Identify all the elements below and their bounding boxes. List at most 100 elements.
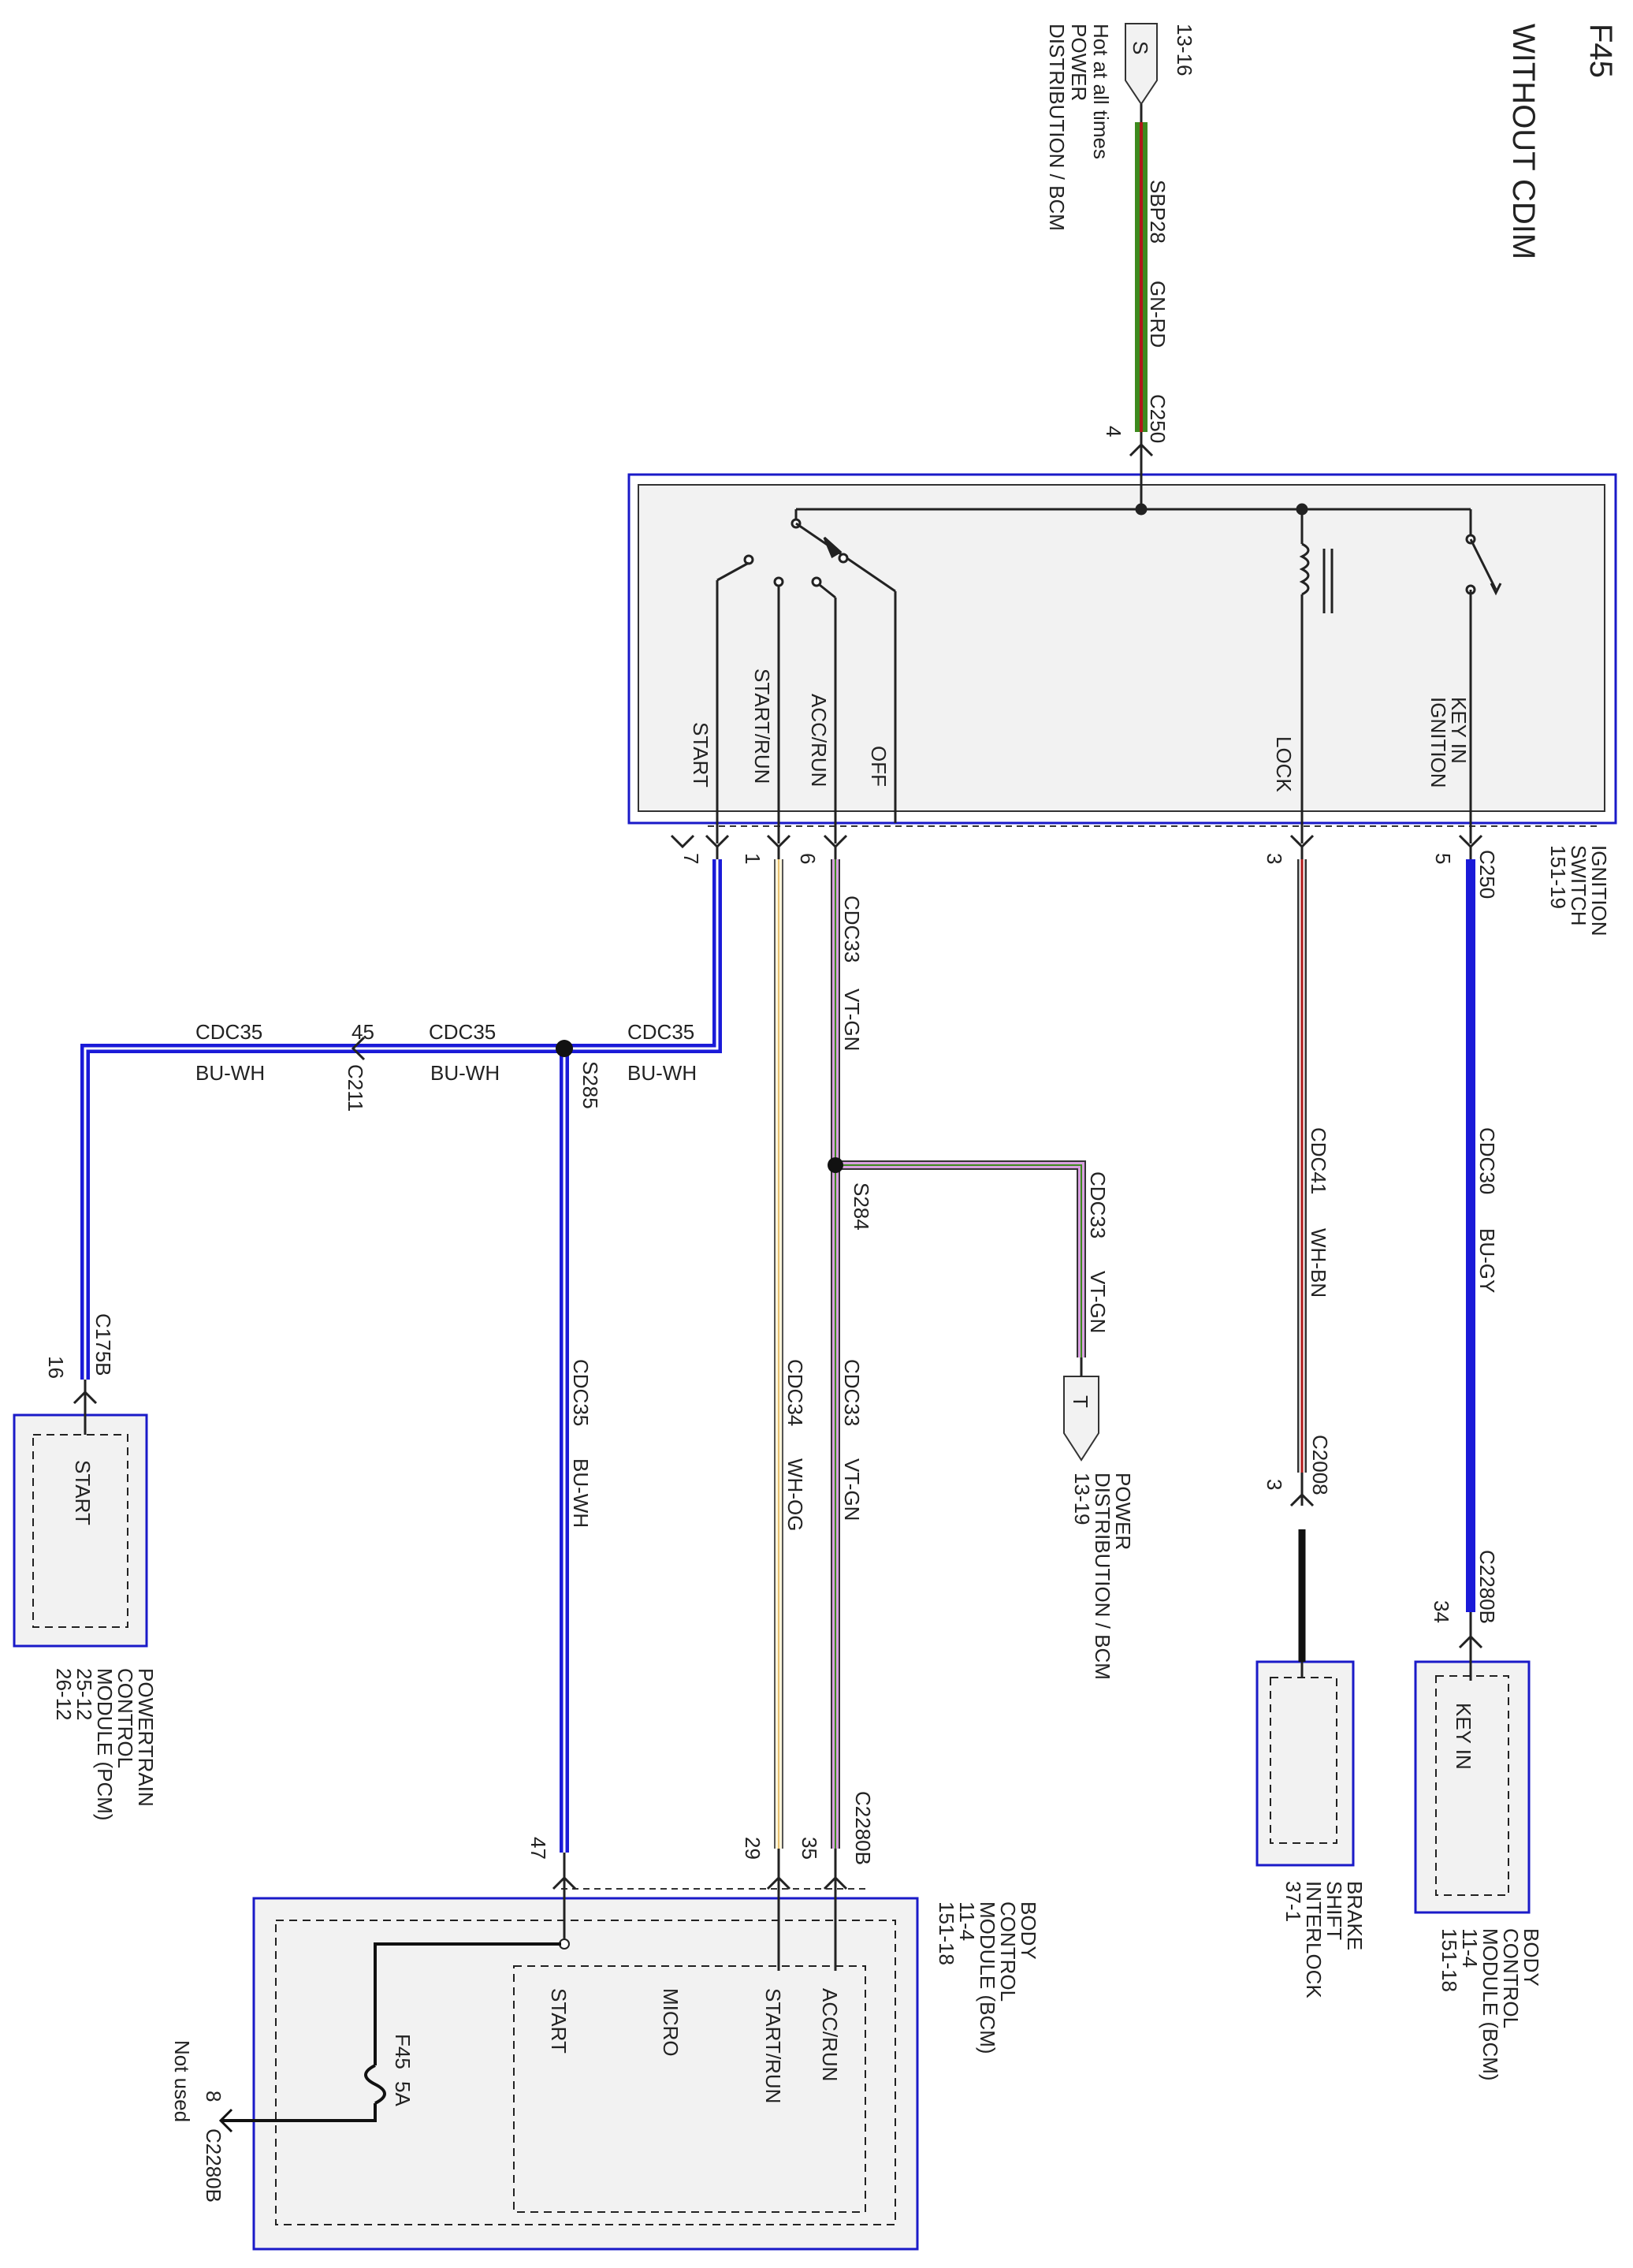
- cdc41-circuit: CDC41: [1307, 1127, 1330, 1194]
- brake-ref: 37-1: [1281, 1881, 1305, 1922]
- cdc41-color: WH-BN: [1307, 1228, 1330, 1298]
- bcm-key-label: KEY IN: [1452, 1703, 1475, 1770]
- cdc33-branch-color: VT-GN: [1086, 1271, 1110, 1333]
- c211-pin: 45: [352, 1020, 374, 1044]
- bcm-main-name2: CONTROL: [996, 1901, 1020, 2002]
- cdc33-branch-circuit: CDC33: [1086, 1171, 1110, 1238]
- pcm-module: [13, 1413, 148, 1648]
- ignition-switch-module: [627, 473, 1617, 825]
- bcm-key-name3: MODULE (BCM): [1479, 1928, 1502, 2081]
- brake-name2: SHIFT: [1322, 1881, 1346, 1940]
- bcm-acc-run-label: ACC/RUN: [818, 1988, 842, 2081]
- c175b-pin: 16: [44, 1356, 68, 1379]
- pcm-name1: POWERTRAIN: [134, 1668, 158, 1807]
- bcm-main-ref1: 11-4: [955, 1901, 979, 1941]
- cdc35-down-color: BU-WH: [569, 1458, 593, 1528]
- bcm-key-ref2: 151-18: [1438, 1928, 1461, 1992]
- feed-desc3: DISTRIBUTION / BCM: [1045, 24, 1069, 231]
- feed-desc2: POWER: [1067, 24, 1091, 101]
- cdc33-low-color: VT-GN: [840, 1458, 864, 1521]
- bcm-main-ref2: 151-18: [935, 1901, 958, 1965]
- power-distribution-t: [1063, 1357, 1099, 1462]
- cdc30-circuit: CDC30: [1475, 1127, 1499, 1194]
- splice-s285: S285: [578, 1061, 602, 1109]
- cdc34-circuit: CDC34: [783, 1359, 807, 1426]
- cdc35-down-circuit: CDC35: [569, 1359, 593, 1426]
- pcm-name3: MODULE (PCM): [93, 1668, 117, 1821]
- bcm-micro-label: MICRO: [659, 1988, 683, 2057]
- c2280b-key-label: C2280B: [1475, 1550, 1499, 1624]
- switch-name2: SWITCH: [1567, 845, 1590, 926]
- bcm-key-in-module: [1414, 1660, 1531, 1914]
- wire-cdc33: [823, 847, 1086, 1971]
- pos-start-run: START/RUN: [750, 668, 774, 784]
- ignition-switch-internals: [670, 503, 1502, 849]
- wire-cdc41: [1289, 847, 1315, 1678]
- switch-name3: 151-19: [1546, 845, 1570, 909]
- dist-t-line2: DISTRIBUTION / BCM: [1091, 1473, 1114, 1680]
- pos-off: OFF: [867, 746, 891, 787]
- cdc35-b-color: BU-WH: [430, 1061, 500, 1085]
- feed-wire-circuit: SBP28: [1146, 180, 1170, 244]
- c2008-label: C2008: [1308, 1435, 1332, 1495]
- pcm-label: START: [71, 1460, 95, 1525]
- feed-circuit-range: 13-16: [1173, 24, 1196, 76]
- bcm-start-label: START: [547, 1988, 571, 2054]
- c2008-pin: 3: [1263, 1479, 1286, 1490]
- cdc35-b-circuit: CDC35: [429, 1020, 496, 1044]
- pcm-name2: CONTROL: [113, 1668, 137, 1768]
- cdc35-a-color: BU-WH: [627, 1061, 697, 1085]
- pin-f45: 8: [202, 2091, 225, 2102]
- pos-key-in1: KEY IN: [1447, 697, 1471, 764]
- dist-t-letter: T: [1069, 1395, 1092, 1408]
- pos-acc-run: ACC/RUN: [807, 694, 831, 787]
- brake-shift-interlock-module: [1255, 1660, 1355, 1867]
- pcm-ref2: 26-12: [52, 1668, 76, 1721]
- pin-startrun-bcm: 29: [741, 1837, 764, 1860]
- c2280b-f45-label: C2280B: [202, 2128, 225, 2203]
- pin-start-bcm: 47: [526, 1837, 550, 1860]
- pin-acc-bcm: 35: [798, 1837, 821, 1860]
- c175b-label: C175B: [91, 1313, 115, 1376]
- pin-key-in: 5: [1431, 853, 1455, 864]
- bcm-main-module: [252, 1897, 919, 2251]
- bcm-main-name3: MODULE (BCM): [976, 1901, 999, 2054]
- power-feed-s: [1125, 23, 1158, 509]
- wire-cdc35: [73, 847, 722, 1950]
- pin-start-run: 1: [741, 853, 764, 864]
- cdc35-a-circuit: CDC35: [627, 1020, 694, 1044]
- cdc33-top-circuit: CDC33: [840, 896, 864, 963]
- fuse-label: F45: [391, 2034, 415, 2069]
- brake-name1: BRAKE: [1343, 1881, 1367, 1950]
- bcm-key-ref1: 11-4: [1458, 1928, 1482, 1968]
- pcm-ref1: 25-12: [73, 1668, 96, 1721]
- bcm-key-name1: BODY: [1520, 1928, 1543, 1987]
- feed-letter: S: [1129, 41, 1152, 54]
- splice-s284: S284: [850, 1182, 873, 1231]
- dist-t-line1: POWER: [1111, 1473, 1135, 1550]
- fuse-rating: 5A: [391, 2081, 415, 2106]
- cdc35-c-color: BU-WH: [195, 1061, 265, 1085]
- page-id: F45: [1583, 24, 1618, 78]
- pos-start: START: [689, 722, 712, 788]
- feed-desc1: Hot at all times: [1089, 24, 1113, 159]
- c211-label: C211: [344, 1064, 367, 1112]
- bcm-main-name1: BODY: [1017, 1901, 1040, 1960]
- wire-cdc30: [1458, 847, 1483, 1681]
- pos-lock: LOCK: [1272, 736, 1296, 792]
- c2280b-key-pin: 34: [1430, 1600, 1453, 1623]
- switch-name1: IGNITION: [1587, 845, 1611, 937]
- wire-cdc34: [766, 847, 791, 1971]
- pin-lock: 3: [1263, 853, 1286, 864]
- c2280b-bcm-label: C2280B: [851, 1791, 875, 1865]
- page-subtitle: WITHOUT CDIM: [1506, 24, 1541, 259]
- feed-wire-color: GN-RD: [1146, 281, 1170, 348]
- switch-connector: C250: [1475, 850, 1499, 899]
- feed-pin: 4: [1102, 426, 1125, 437]
- bcm-start-run-label: START/RUN: [761, 1988, 785, 2103]
- pin-acc-run: 6: [796, 853, 820, 864]
- cdc34-color: WH-OG: [783, 1458, 807, 1531]
- pin-start: 7: [679, 853, 703, 864]
- brake-name3: INTERLOCK: [1302, 1881, 1326, 1998]
